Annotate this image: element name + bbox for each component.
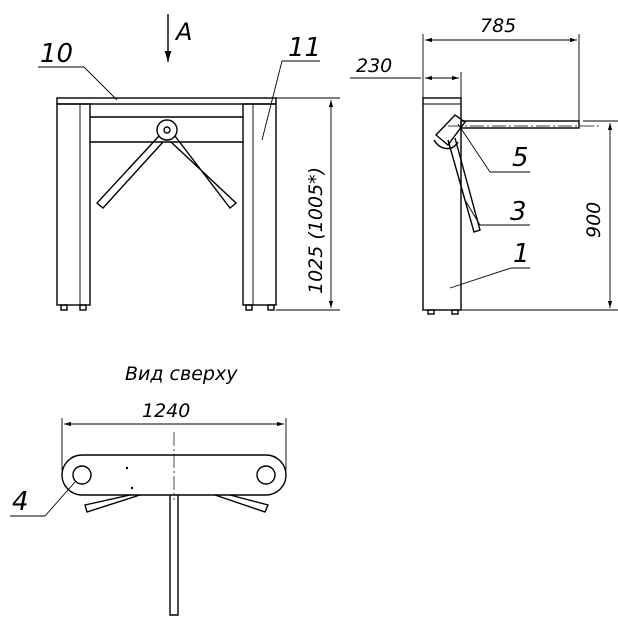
callout-10: 10 bbox=[40, 39, 73, 69]
dim-depth-total: 785 bbox=[480, 15, 516, 37]
dim-offset: 230 bbox=[356, 55, 392, 77]
side-view: 5 3 1 785 230 900 bbox=[350, 15, 618, 315]
barrier-arm-right bbox=[170, 135, 238, 210]
front-right-cabinet bbox=[242, 103, 277, 306]
top-bar-outline bbox=[61, 454, 287, 496]
callout-1: 1 bbox=[513, 239, 530, 269]
front-top-bar bbox=[56, 97, 277, 105]
callout-4: 4 bbox=[12, 487, 29, 517]
front-view: A 10 11 1025 (1005*) bbox=[38, 14, 340, 311]
top-arm-down bbox=[169, 495, 179, 616]
top-view: Вид сверху 1240 4 bbox=[10, 363, 287, 616]
post-hole-left bbox=[72, 465, 92, 485]
callout-3: 3 bbox=[510, 197, 527, 227]
callout-5: 5 bbox=[512, 143, 529, 173]
post-hole-right bbox=[256, 465, 276, 485]
top-view-caption: Вид сверху bbox=[125, 363, 238, 385]
dim-height-side: 900 bbox=[583, 202, 605, 238]
front-left-cabinet bbox=[56, 103, 91, 306]
rotor-hub bbox=[156, 119, 178, 141]
view-arrow-label: A bbox=[174, 18, 192, 46]
dim-width-top: 1240 bbox=[142, 400, 190, 422]
dim-height-main: 1025 (1005*) bbox=[305, 167, 327, 294]
side-arm-horizontal bbox=[460, 120, 580, 129]
barrier-arm-left bbox=[95, 135, 164, 209]
top-arm-right bbox=[214, 494, 269, 513]
side-cabinet bbox=[422, 97, 462, 311]
callout-11: 11 bbox=[288, 33, 321, 63]
side-arm-diagonal bbox=[447, 137, 481, 233]
top-arm-left bbox=[84, 494, 141, 513]
